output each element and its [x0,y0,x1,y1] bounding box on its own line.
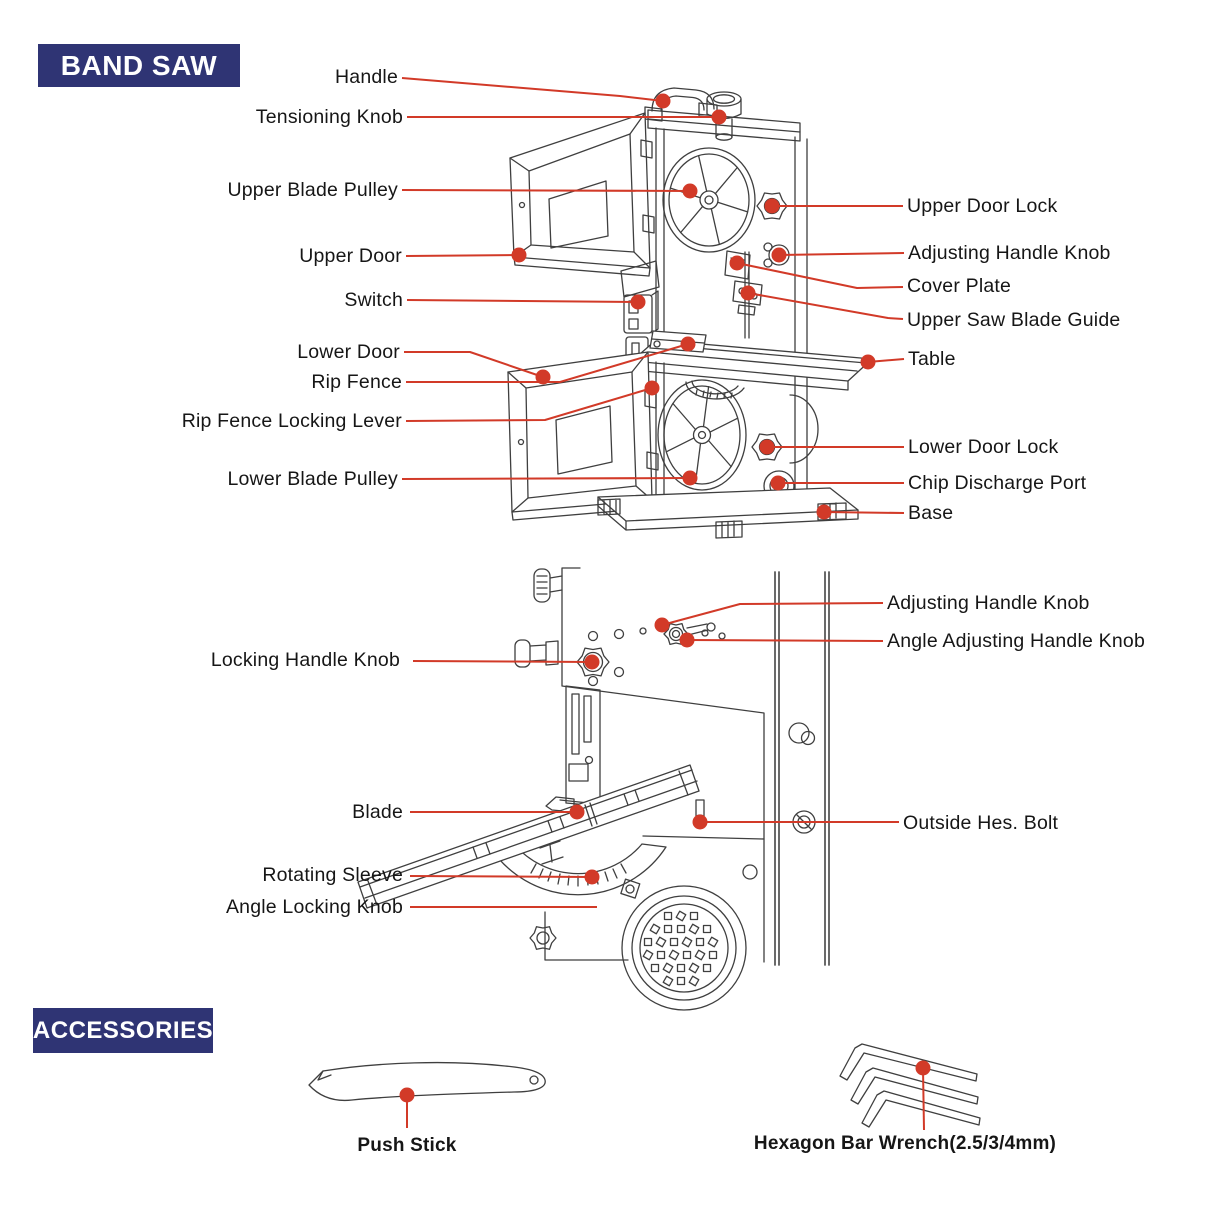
band-saw-illustration [507,87,873,539]
callout-dot [569,804,585,820]
label-upper-blade-pulley: Upper Blade Pulley [227,179,398,201]
label-blade: Blade [352,801,403,823]
callout-dot [682,183,698,199]
label-base: Base [908,502,954,524]
callout-dot [654,617,670,633]
label-outside-hes-bolt: Outside Hes. Bolt [903,812,1059,834]
leader-line [401,477,691,480]
callout-dot [915,1060,931,1076]
callout-dot [511,247,527,263]
hex-wrench-illustration [839,1043,981,1128]
leader-line [736,262,904,289]
leader-line [405,387,653,422]
label-adjusting-handle-knob: Adjusting Handle Knob [887,592,1090,614]
leader-line [409,875,593,878]
callout-dot [680,336,696,352]
label-lower-blade-pulley: Lower Blade Pulley [227,468,398,490]
label-switch: Switch [344,289,403,311]
callout-dot [860,354,876,370]
label-hexagon-bar-wrench-2-5-3-4mm: Hexagon Bar Wrench(2.5/3/4mm) [753,1133,1057,1154]
leader-line [404,351,544,378]
leader-line [406,343,689,383]
label-locking-handle-knob: Locking Handle Knob [210,649,400,671]
leader-line [778,252,905,256]
callout-dot [655,93,671,109]
callout-dot [679,632,695,648]
label-chip-discharge-port: Chip Discharge Port [908,472,1087,494]
label-upper-door: Upper Door [299,245,402,267]
leader-line [405,254,520,257]
leader-line [401,77,664,102]
callout-dot [692,814,708,830]
label-push-stick: Push Stick [357,1135,457,1156]
label-lower-door: Lower Door [297,341,400,363]
leader-line [823,511,905,514]
label-handle: Handle [335,66,398,88]
leader-line [406,299,639,303]
push-stick-illustration [308,1061,546,1102]
label-lower-door-lock: Lower Door Lock [908,436,1059,458]
callout-dot [764,198,780,214]
leader-line [922,1067,925,1131]
label-rip-fence-locking-lever: Rip Fence Locking Lever [181,410,402,432]
callout-dot [740,285,756,301]
callout-dot [584,869,600,885]
label-angle-locking-knob: Angle Locking Knob [225,896,403,918]
label-upper-saw-blade-guide: Upper Saw Blade Guide [907,309,1121,331]
label-table: Table [908,348,956,370]
callout-dot [535,369,551,385]
accessories-badge: ACCESSORIES [33,1008,213,1053]
leader-line [747,292,904,320]
label-upper-door-lock: Upper Door Lock [907,195,1058,217]
label-rotating-sleeve: Rotating Sleeve [262,864,403,886]
label-adjusting-handle-knob: Adjusting Handle Knob [908,242,1111,264]
label-cover-plate: Cover Plate [907,275,1012,297]
label-tensioning-knob: Tensioning Knob [255,106,403,128]
callout-dot [729,255,745,271]
callout-dot [711,109,727,125]
callout-dot [771,247,787,263]
callout-dot [759,439,775,455]
callout-dot [630,294,646,310]
leader-line [401,189,691,192]
label-rip-fence: Rip Fence [311,371,402,393]
callout-dot [816,504,832,520]
callout-dot [770,475,786,491]
leader-line [661,602,884,626]
callout-dot [399,1087,415,1103]
leader-line [686,639,884,642]
leader-line [412,660,593,663]
callout-dot [644,380,660,396]
callout-dot [682,470,698,486]
label-angle-adjusting-handle-knob: Angle Adjusting Handle Knob [887,630,1146,652]
callout-dot [584,654,600,670]
band-saw-badge: BAND SAW [38,44,240,87]
